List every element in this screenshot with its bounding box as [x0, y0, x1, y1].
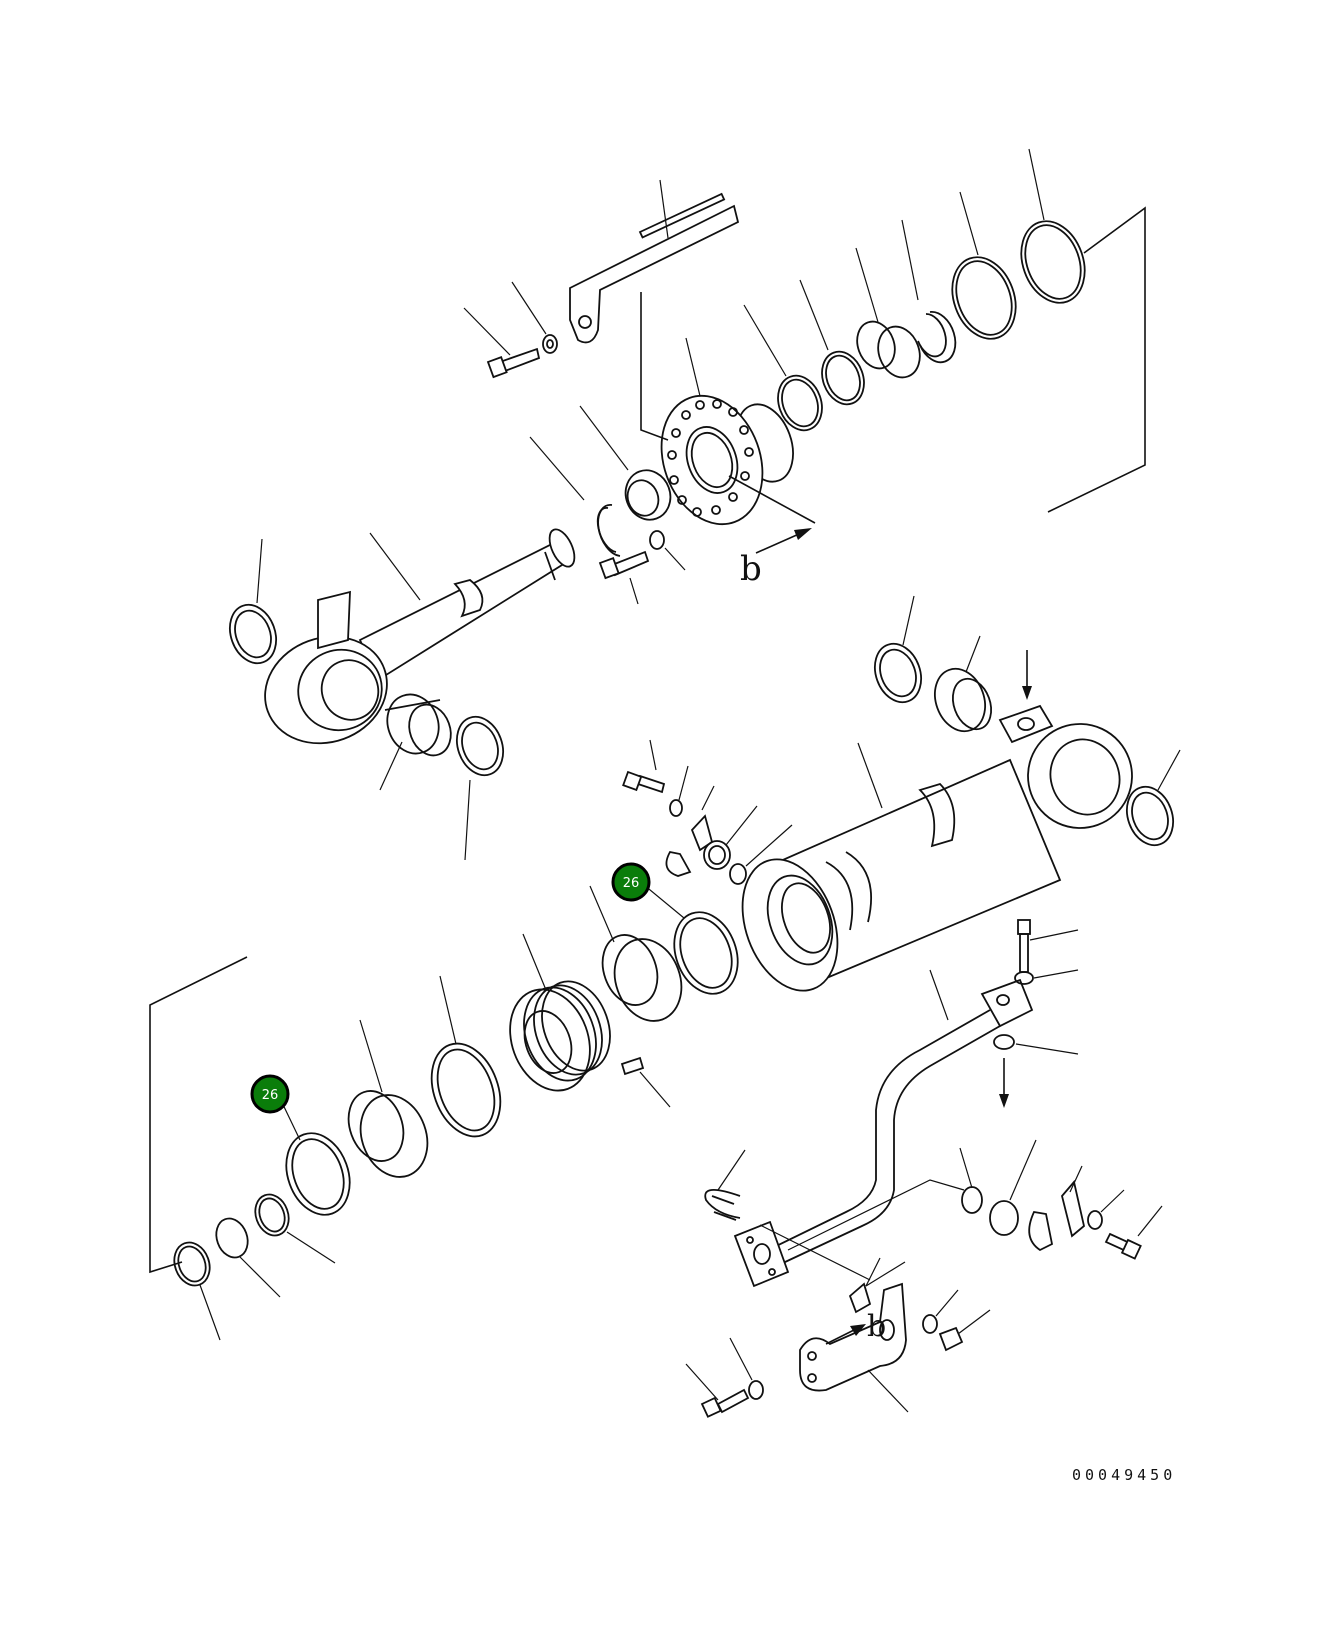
blind-plug: [989, 1139, 1037, 1236]
washer-mid: [669, 765, 689, 817]
rod-end-seal-left: [229, 538, 277, 665]
bolt-right-bottom: [1104, 1205, 1163, 1260]
group-bracket-line-top: [1047, 206, 1146, 513]
clamp-piece: [848, 1257, 906, 1314]
washer-clamp: [922, 1289, 959, 1334]
bracket-line-head: [640, 292, 669, 441]
callout-badge-lower[interactable]: 26: [250, 1074, 290, 1114]
direction-arrow-b-bottom: b: [825, 1309, 886, 1345]
bottom-end-bushing: [934, 635, 993, 733]
direction-label-b: b: [740, 549, 762, 589]
slide-ring-lower: [347, 1019, 429, 1178]
washer-right-bottom: [1087, 1189, 1125, 1230]
backup-ring-lower: [254, 1193, 336, 1264]
dust-seal: [743, 304, 823, 432]
stopper-plate: [569, 179, 740, 344]
o-ring-mid-tiny: [729, 824, 793, 885]
bolt-rod: [598, 550, 650, 605]
hydraulic-pipe: [759, 969, 1034, 1271]
split-flange-right: [1028, 1165, 1085, 1252]
bolt-right-top: [1017, 919, 1079, 973]
washer-clamp-left: [729, 1337, 764, 1400]
port-arrow-top: [1022, 650, 1032, 700]
rod-packing: [799, 279, 865, 406]
cylinder-tube: [741, 704, 1133, 992]
bolt-mid: [622, 739, 666, 794]
group-bracket-line-bottom: [149, 956, 248, 1274]
washer-rod: [649, 530, 686, 571]
retainer-ring-lower: [173, 1241, 221, 1341]
rod-nut: [579, 405, 672, 521]
piston-rod: [264, 528, 576, 745]
direction-label-b-lower: b: [867, 1309, 886, 1344]
port-arrow-bottom: [999, 1058, 1009, 1108]
bolt-top: [463, 307, 541, 379]
bolt-clamp-left: [685, 1363, 750, 1418]
split-flange-mid: [665, 785, 715, 877]
snap-ring: [901, 219, 957, 364]
wear-ring-lower: [275, 1089, 351, 1216]
retaining-clip: [529, 436, 621, 557]
drawing-number: 00049450: [1072, 1466, 1177, 1484]
o-ring-mid-small: [703, 805, 758, 870]
pipe-flange: [733, 1220, 790, 1288]
set-screw: [620, 1056, 671, 1108]
o-ring-port: [993, 1034, 1079, 1055]
pipe-guide-line: [759, 1179, 965, 1281]
bottom-end-seal-right: [1126, 749, 1181, 847]
piston-seal: [430, 975, 502, 1138]
callout-label-upper: 26: [623, 876, 640, 891]
clamp-bracket: [799, 1282, 909, 1413]
cylinder-head: [660, 337, 794, 526]
slide-ring-upper: [589, 885, 683, 1022]
hose-clamp-u-bolt: [704, 1149, 746, 1221]
nut-clamp: [938, 1309, 991, 1352]
callout-badge-upper[interactable]: 26: [611, 862, 651, 902]
rod-end-seal-right: [456, 715, 504, 861]
blind-plug-oring: [959, 1147, 983, 1214]
bottom-end-seal-top: [874, 595, 922, 704]
piston: [509, 933, 611, 1092]
backup-ring: [951, 191, 1017, 340]
washer-right-top: [1014, 969, 1079, 985]
o-ring-lower: [215, 1217, 281, 1298]
rod-end-bushing: [379, 693, 452, 791]
washer-top: [511, 281, 558, 354]
bushing: [855, 247, 921, 379]
callout-label-lower: 26: [262, 1088, 279, 1103]
o-ring-large: [1020, 148, 1086, 304]
direction-arrow-b-top: b: [728, 475, 816, 589]
